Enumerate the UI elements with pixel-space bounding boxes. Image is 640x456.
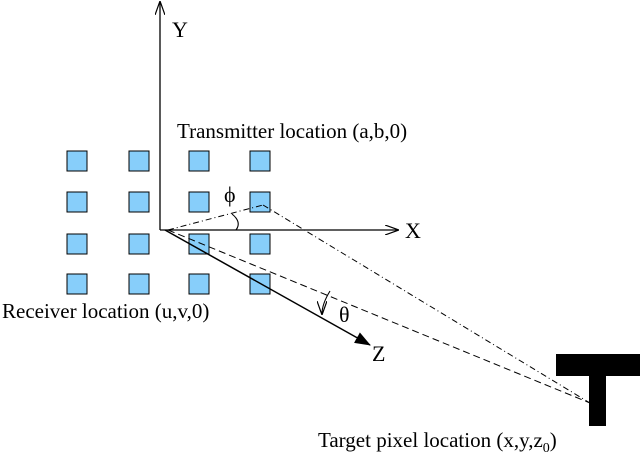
receiver-target-ray	[167, 229, 591, 404]
antenna-element	[66, 150, 88, 172]
target-label-main: Target pixel location (x,y,z	[318, 428, 543, 452]
target-label-end: )	[550, 428, 557, 452]
transmitter-ray	[167, 204, 264, 231]
antenna-element	[188, 273, 210, 295]
antenna-element	[128, 233, 150, 255]
antenna-element	[188, 191, 210, 213]
antenna-array	[66, 150, 271, 295]
target-label: Target pixel location (x,y,z0)	[318, 428, 557, 456]
theta-symbol: θ	[339, 302, 350, 327]
phi-symbol: ϕ	[224, 182, 236, 207]
transmitter-label: Transmitter location (a,b,0)	[177, 119, 407, 143]
antenna-element	[188, 233, 210, 255]
antenna-element	[128, 273, 150, 295]
antenna-element	[249, 150, 271, 172]
y-axis-label: Y	[172, 17, 188, 42]
receiver-label: Receiver location (u,v,0)	[2, 299, 209, 323]
phi-arc	[231, 213, 239, 231]
z-axis-label: Z	[372, 341, 385, 366]
antenna-element	[66, 233, 88, 255]
antenna-element	[66, 273, 88, 295]
antenna-element	[249, 191, 271, 213]
target-label-subscript: 0	[543, 441, 550, 456]
antenna-element	[128, 150, 150, 172]
antenna-element	[128, 191, 150, 213]
z-axis	[164, 229, 371, 346]
x-axis-label: X	[405, 218, 421, 243]
theta-arc	[322, 290, 331, 314]
antenna-element	[66, 191, 88, 213]
antenna-element	[249, 233, 271, 255]
antenna-element	[188, 150, 210, 172]
target-pixel-stem	[589, 354, 606, 426]
transmitter-target-ray	[262, 204, 591, 404]
